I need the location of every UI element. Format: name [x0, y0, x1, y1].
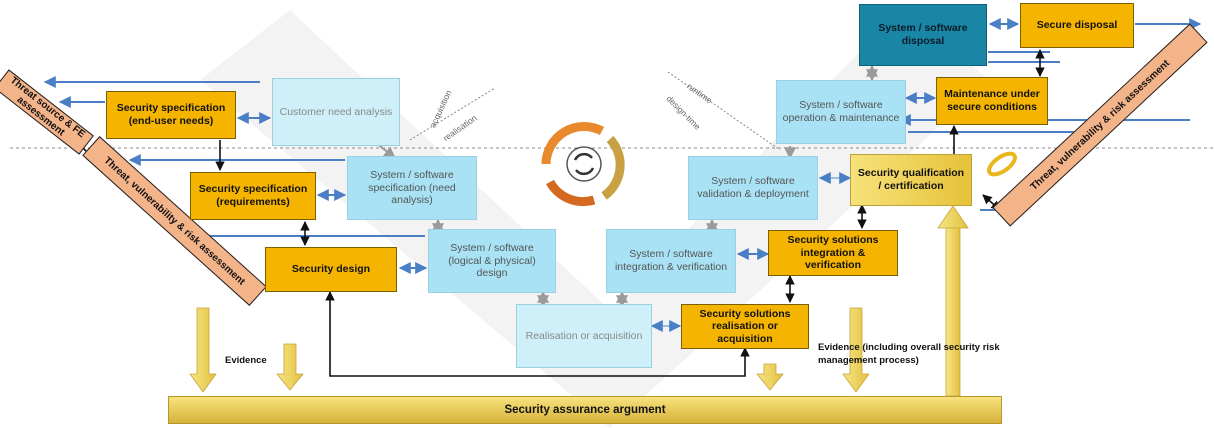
- customer-need-analysis-box: Customer need analysis: [272, 78, 400, 146]
- security-solutions-realisation-box: Security solutions realisation or acquis…: [681, 304, 809, 349]
- system-validation-label: System / software validation & deploymen…: [697, 175, 809, 200]
- security-assurance-argument-label: Security assurance argument: [504, 404, 666, 416]
- system-operation-label: System / software operation & maintenanc…: [782, 99, 900, 124]
- secure-disposal-box: Secure disposal: [1020, 3, 1134, 48]
- system-specification-label: System / software specification (need an…: [368, 169, 456, 207]
- security-assurance-argument-band: Security assurance argument: [168, 396, 1002, 424]
- system-disposal-box: System / software disposal: [859, 4, 987, 66]
- evidence-right-label: Evidence (including overall security ris…: [818, 342, 1000, 366]
- realisation-acquisition-box: Realisation or acquisition: [516, 304, 652, 368]
- feedback-loop-arrow: [325, 291, 750, 377]
- security-spec-end-user-box: Security specification (end-user needs): [106, 91, 236, 139]
- maintenance-secure-box: Maintenance under secure conditions: [936, 77, 1048, 125]
- system-specification-box: System / software specification (need an…: [347, 156, 477, 220]
- security-solutions-realisation-label: Security solutions realisation or acquis…: [699, 307, 791, 345]
- system-design-box: System / software (logical & physical) d…: [428, 229, 556, 293]
- system-validation-box: System / software validation & deploymen…: [688, 156, 818, 220]
- certification-ring-icon: [987, 151, 1017, 177]
- system-disposal-label: System / software disposal: [878, 22, 968, 47]
- security-solutions-integration-label: Security solutions integration & verific…: [787, 234, 879, 272]
- system-integration-box: System / software integration & verifica…: [606, 229, 736, 293]
- lifecycle-cycle-icon: [541, 121, 625, 207]
- system-design-label: System / software (logical & physical) d…: [448, 242, 536, 280]
- secure-disposal-label: Secure disposal: [1036, 19, 1118, 32]
- security-solutions-integration-box: Security solutions integration & verific…: [768, 230, 898, 276]
- security-qualification-box: Security qualification / certification: [850, 154, 972, 206]
- security-spec-requirements-label: Security specification (requirements): [198, 183, 308, 208]
- acquisition-divider: [409, 87, 496, 141]
- security-design-box: Security design: [265, 247, 397, 292]
- runtime-divider: [667, 71, 781, 151]
- security-spec-end-user-label: Security specification (end-user needs): [116, 102, 226, 127]
- system-integration-label: System / software integration & verifica…: [614, 248, 728, 273]
- system-operation-box: System / software operation & maintenanc…: [776, 80, 906, 144]
- security-spec-requirements-box: Security specification (requirements): [190, 172, 316, 220]
- customer-need-analysis-label: Customer need analysis: [279, 105, 393, 118]
- realisation-acquisition-label: Realisation or acquisition: [525, 329, 643, 342]
- security-design-label: Security design: [291, 263, 371, 276]
- maintenance-secure-label: Maintenance under secure conditions: [944, 88, 1040, 113]
- security-qualification-label: Security qualification / certification: [857, 167, 965, 192]
- evidence-left-label: Evidence: [225, 355, 267, 366]
